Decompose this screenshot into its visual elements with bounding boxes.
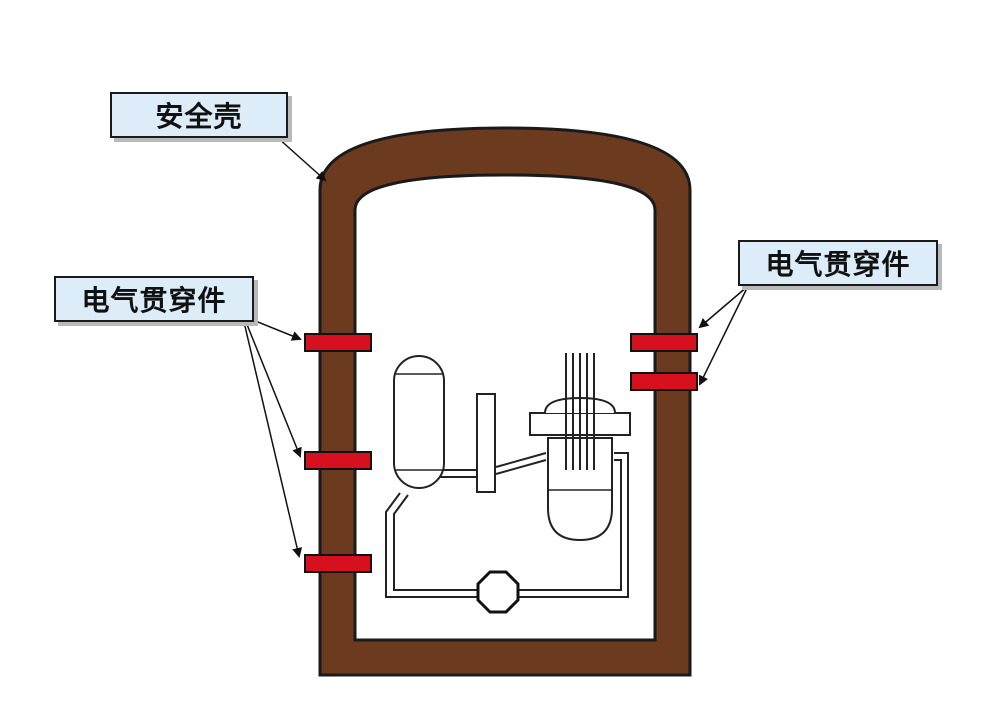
- callout-arrows: [243, 137, 749, 558]
- containment-shell-label: 安全壳: [110, 92, 288, 138]
- control-rods: [565, 353, 595, 470]
- penetration-left-upper: [304, 333, 372, 352]
- penetration-left-lower: [304, 554, 372, 573]
- steam-generator: [393, 355, 445, 489]
- penetration-right-upper: [630, 333, 698, 352]
- penetration-left-middle: [304, 451, 372, 470]
- primary-loop-piping: [385, 452, 629, 598]
- electrical-penetrations: [304, 333, 698, 573]
- electrical-penetration-label-right: 电气贯穿件: [738, 240, 938, 286]
- reactor-coolant-pump: [476, 570, 520, 614]
- coolant-pump-column: [476, 393, 496, 493]
- electrical-penetration-label-left: 电气贯穿件: [54, 276, 254, 322]
- penetration-right-lower: [630, 372, 698, 391]
